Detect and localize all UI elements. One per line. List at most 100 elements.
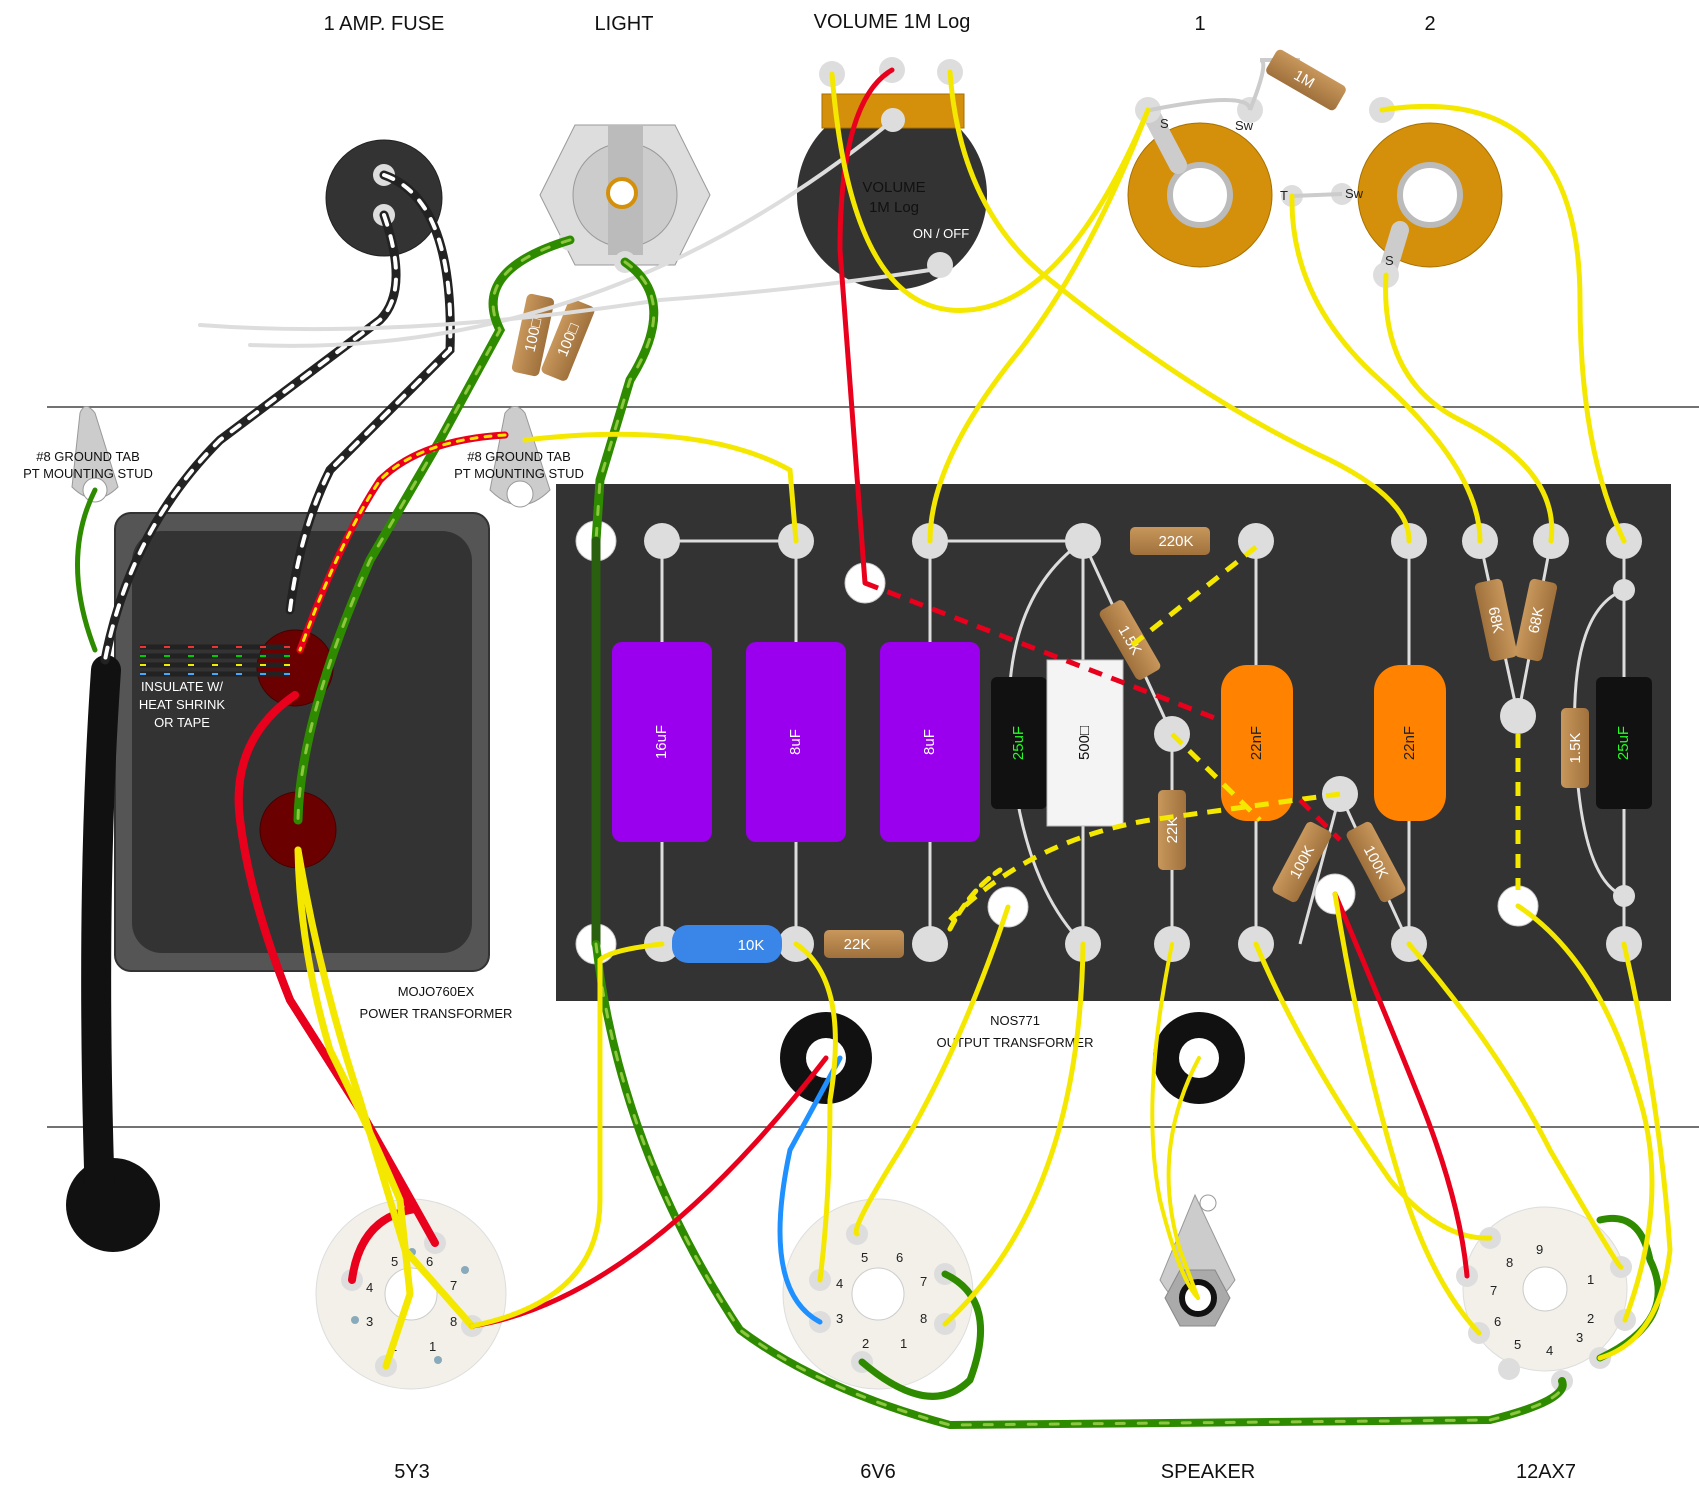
label-light: LIGHT bbox=[595, 13, 654, 35]
insulate-wire-ends bbox=[140, 644, 290, 677]
cap-25uf-a: 25uF bbox=[991, 677, 1047, 809]
tube-socket-12ax7 bbox=[1456, 1206, 1636, 1392]
tube-12ax7-pin-5: 5 bbox=[1514, 1337, 1521, 1352]
cap-16uf: 16uF bbox=[612, 642, 712, 842]
label-speaker: SPEAKER bbox=[1161, 1461, 1255, 1483]
resistor-100-a-label: 100□ bbox=[522, 317, 546, 354]
volume-pot-switch-label: ON / OFF bbox=[913, 226, 969, 241]
label-5y3: 5Y3 bbox=[394, 1461, 430, 1483]
fuse-holder bbox=[325, 139, 443, 257]
ground-tab-left-line1: #8 GROUND TAB bbox=[36, 449, 140, 464]
volume-pot-label-line2: 1M Log bbox=[869, 199, 919, 216]
input-jack-1: S Sw T bbox=[1127, 97, 1303, 268]
ot-label-line1: NOS771 bbox=[990, 1013, 1040, 1028]
tube-5y3-pin-8: 8 bbox=[450, 1314, 457, 1329]
insulate-note-line3: OR TAPE bbox=[154, 715, 210, 730]
resistor-1m: 1M bbox=[1266, 49, 1346, 111]
tube-6v6-pin-3: 3 bbox=[836, 1311, 843, 1326]
resistor-68k-b: 68K bbox=[1514, 578, 1558, 662]
resistor-220k: 220K bbox=[1130, 527, 1210, 555]
tube-5y3-pin-7: 7 bbox=[450, 1278, 457, 1293]
tube-5y3-pin-6: 6 bbox=[426, 1254, 433, 1269]
tube-12ax7-pin-1: 1 bbox=[1587, 1272, 1594, 1287]
cap-8uf-a-label: 8uF bbox=[787, 729, 804, 755]
resistor-22k-a: 22K bbox=[1158, 790, 1186, 870]
cap-22nf-a: 22nF bbox=[1221, 665, 1293, 821]
eyelets-open bbox=[575, 520, 1539, 965]
tube-6v6-pin-6: 6 bbox=[896, 1250, 903, 1265]
tube-6v6-pin-1: 1 bbox=[900, 1336, 907, 1351]
jack1-pin-t: T bbox=[1280, 188, 1288, 203]
tube-12ax7-pin-3: 3 bbox=[1576, 1330, 1583, 1345]
wires bbox=[75, 67, 1673, 1430]
label-12ax7: 12AX7 bbox=[1516, 1461, 1576, 1483]
cap-8uf-b: 8uF bbox=[880, 642, 980, 842]
ground-tab-right-line2: PT MOUNTING STUD bbox=[454, 466, 584, 481]
jack-link-wires bbox=[1149, 58, 1343, 198]
input-jack-2: Sw S bbox=[1331, 97, 1503, 288]
resistor-68k-b-label: 68K bbox=[1525, 605, 1547, 635]
tube-12ax7-pin-2: 2 bbox=[1587, 1311, 1594, 1326]
resistor-1-5k-b: 1.5K bbox=[1561, 708, 1589, 788]
ground-tab-right-line1: #8 GROUND TAB bbox=[467, 449, 571, 464]
resistor-500: 500□ bbox=[1046, 659, 1124, 827]
tube-12ax7-pin-4: 4 bbox=[1546, 1343, 1553, 1358]
resistor-68k-a: 68K bbox=[1474, 578, 1518, 662]
label-input-2: 2 bbox=[1424, 13, 1435, 35]
resistor-22k-a-label: 22K bbox=[1164, 817, 1181, 844]
tube-5y3-pin-5: 5 bbox=[391, 1254, 398, 1269]
power-transformer: INSULATE W/ HEAT SHRINK OR TAPE bbox=[114, 512, 490, 972]
jack2-pin-sw: Sw bbox=[1345, 186, 1364, 201]
pt-label-line1: MOJO760EX bbox=[398, 984, 475, 999]
label-fuse: 1 AMP. FUSE bbox=[324, 13, 445, 35]
cap-25uf-a-label: 25uF bbox=[1010, 726, 1027, 760]
tube-5y3-pin-3: 3 bbox=[366, 1314, 373, 1329]
cap-8uf-b-label: 8uF bbox=[921, 729, 938, 755]
cap-16uf-label: 16uF bbox=[653, 725, 670, 759]
cap-22nf-b: 22nF bbox=[1374, 665, 1446, 821]
tube-12ax7-pin-9: 9 bbox=[1536, 1242, 1543, 1257]
tube-6v6-pin-8: 8 bbox=[920, 1311, 927, 1326]
resistor-22k-b-label: 22K bbox=[844, 936, 871, 953]
ot-label-line2: OUTPUT TRANSFORMER bbox=[937, 1035, 1094, 1050]
power-cord bbox=[81, 655, 121, 1215]
label-6v6: 6V6 bbox=[860, 1461, 896, 1483]
resistor-22k-b: 22K bbox=[824, 930, 904, 958]
resistor-10k-label: 10K bbox=[738, 937, 765, 954]
insulate-note-line2: HEAT SHRINK bbox=[139, 697, 226, 712]
jack2-pin-s: S bbox=[1385, 253, 1394, 268]
ground-tab-right bbox=[489, 406, 551, 508]
tube-12ax7-pin-8: 8 bbox=[1506, 1255, 1513, 1270]
cap-22nf-a-label: 22nF bbox=[1248, 726, 1265, 760]
label-input-1: 1 bbox=[1194, 13, 1205, 35]
tube-12ax7-pin-7: 7 bbox=[1490, 1283, 1497, 1298]
cap-25uf-b: 25uF bbox=[1596, 677, 1652, 809]
jack1-pin-sw: Sw bbox=[1235, 118, 1254, 133]
tube-6v6-pin-5: 5 bbox=[861, 1250, 868, 1265]
tube-6v6-pin-2: 2 bbox=[862, 1336, 869, 1351]
insulate-note-line1: INSULATE W/ bbox=[141, 679, 223, 694]
eyelet-board: 16uF 8uF 8uF 25uF 500□ 22nF 22nF 25uF bbox=[556, 484, 1671, 1001]
ground-tab-left-line2: PT MOUNTING STUD bbox=[23, 466, 153, 481]
pilot-light bbox=[539, 124, 711, 273]
resistor-220k-label: 220K bbox=[1158, 533, 1193, 550]
resistor-68k-a-label: 68K bbox=[1484, 605, 1506, 635]
label-volume: VOLUME 1M Log bbox=[814, 11, 971, 33]
tube-5y3-pin-4: 4 bbox=[366, 1280, 373, 1295]
resistor-10k: 10K bbox=[672, 925, 782, 963]
tube-12ax7-pin-6: 6 bbox=[1494, 1314, 1501, 1329]
tube-socket-6v6 bbox=[782, 1198, 974, 1390]
board-jumpers bbox=[864, 545, 1521, 922]
tube-5y3-pin-1: 1 bbox=[429, 1339, 436, 1354]
volume-pot-label-line1: VOLUME bbox=[862, 179, 925, 196]
tube-6v6-pin-4: 4 bbox=[836, 1276, 843, 1291]
pt-label-line2: POWER TRANSFORMER bbox=[360, 1006, 513, 1021]
cap-25uf-b-label: 25uF bbox=[1615, 726, 1632, 760]
cap-8uf-a: 8uF bbox=[746, 642, 846, 842]
tube-6v6-pin-7: 7 bbox=[920, 1274, 927, 1289]
cap-22nf-b-label: 22nF bbox=[1401, 726, 1418, 760]
jack1-pin-s: S bbox=[1160, 116, 1169, 131]
resistor-500-label: 500□ bbox=[1076, 726, 1093, 760]
